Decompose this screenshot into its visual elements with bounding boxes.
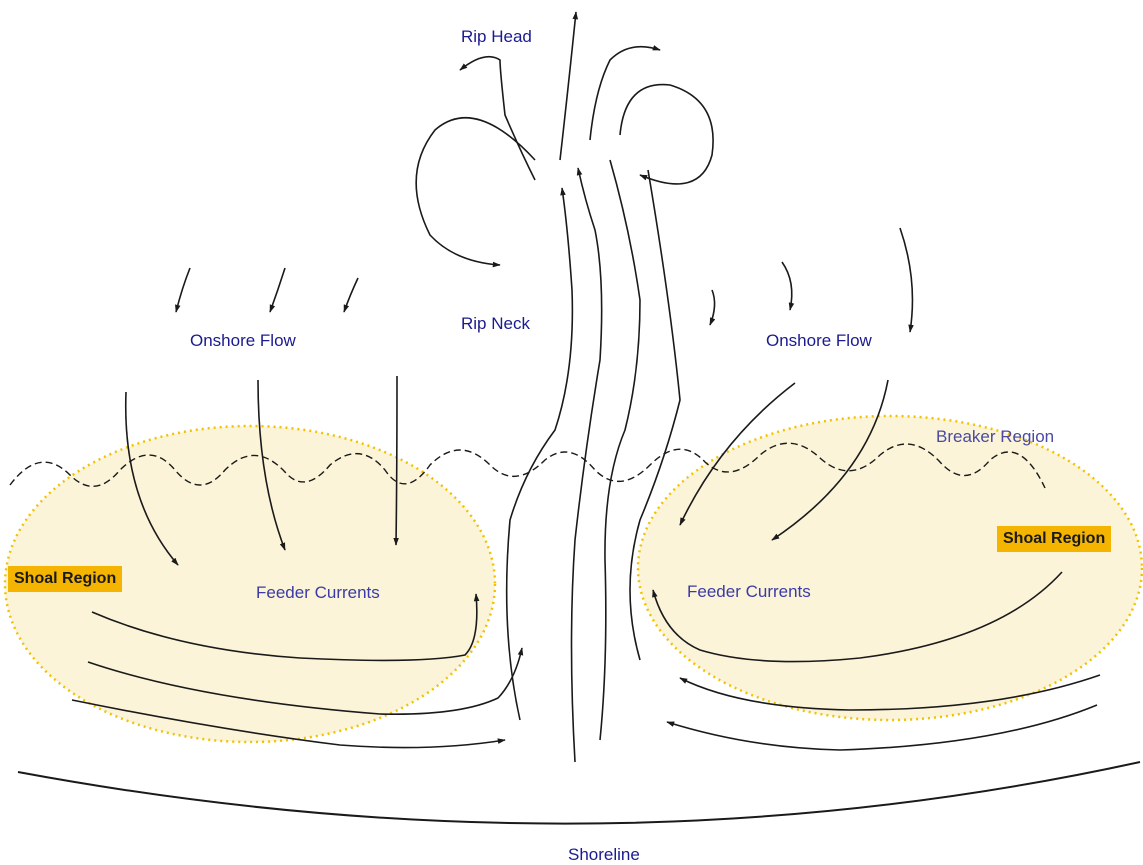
- shoal-region-right-tag: Shoal Region: [997, 526, 1111, 552]
- rip-neck-flow-b: [572, 168, 602, 762]
- rip-head-eddy-right: [620, 85, 713, 184]
- shoal-region-left-tag: Shoal Region: [8, 566, 122, 592]
- shoreline-line: [18, 762, 1140, 824]
- onshore-arrow-4: [710, 290, 715, 325]
- rip-head-label: Rip Head: [461, 28, 532, 45]
- onshore-flow-left-label: Onshore Flow: [190, 332, 296, 349]
- rip-neck-label: Rip Neck: [461, 315, 530, 332]
- onshore-arrow-1: [176, 268, 190, 312]
- onshore-flow-right-label: Onshore Flow: [766, 332, 872, 349]
- rip-head-stem: [560, 12, 576, 160]
- shoal-region-right: [638, 416, 1142, 720]
- rip-neck-flow-a: [507, 188, 573, 720]
- feeder-currents-left-label: Feeder Currents: [256, 584, 380, 601]
- shoreline-label: Shoreline: [568, 846, 640, 863]
- rip-head-eddy-left: [416, 118, 535, 265]
- rip-neck-flow-c: [600, 160, 640, 740]
- breaker-region-label: Breaker Region: [936, 428, 1054, 445]
- onshore-arrow-6: [900, 228, 912, 332]
- onshore-arrow-2: [270, 268, 285, 312]
- rip-head-curl-right: [590, 47, 660, 140]
- onshore-arrow-5: [782, 262, 792, 310]
- onshore-arrow-3: [344, 278, 358, 312]
- feeder-currents-right-label: Feeder Currents: [687, 583, 811, 600]
- feeder-left-3: [396, 376, 397, 545]
